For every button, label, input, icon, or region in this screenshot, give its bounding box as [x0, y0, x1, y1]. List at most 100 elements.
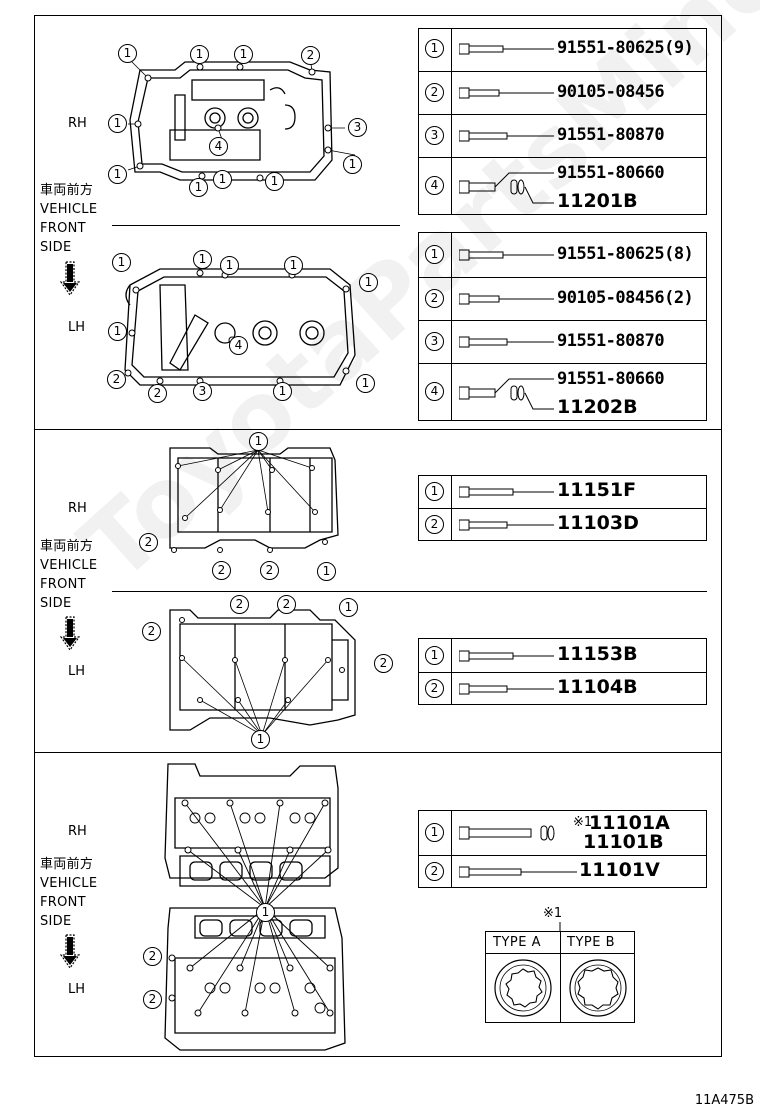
bolt-icon	[459, 650, 554, 662]
callout-2: 2	[107, 370, 126, 389]
callout-2: 2	[212, 561, 231, 580]
bolt-icon	[459, 486, 554, 498]
part-row: 1 91551-80625(8)	[419, 233, 706, 277]
callout-2: 2	[142, 622, 161, 641]
rh-valve-cover-drawing	[127, 54, 356, 187]
front-arrow-icon	[59, 934, 81, 970]
part-row: 1 ※1 11101A 11101B	[419, 811, 706, 855]
callout-1: 1	[190, 45, 209, 64]
lh-label: LH	[68, 664, 86, 679]
type-b-label: TYPE B	[567, 935, 615, 950]
bolt-icon	[459, 249, 554, 261]
bolt-icon	[459, 683, 554, 695]
part-row: 4 91551-80660 11201B	[419, 157, 706, 214]
sub-divider	[112, 591, 707, 592]
callout-1: 1	[359, 273, 378, 292]
callout-2: 2	[374, 654, 393, 673]
type-comparison-box: TYPE A TYPE B	[485, 931, 635, 1023]
callout-1: 1	[108, 165, 127, 184]
type-a-label: TYPE A	[493, 935, 541, 950]
bolt-icon	[459, 866, 577, 878]
lh-label: LH	[68, 982, 86, 997]
rh-label: RH	[68, 824, 87, 839]
callout-3: 3	[193, 382, 212, 401]
callout-1: 1	[256, 903, 275, 922]
callout-2: 2	[301, 46, 320, 65]
part-row: 1 11151F	[419, 476, 706, 508]
section-divider	[34, 752, 722, 753]
callout-1: 1	[251, 730, 270, 749]
bolt-icon	[459, 336, 554, 348]
bolt-icon	[459, 293, 554, 305]
part-row: 3 91551-80870	[419, 114, 706, 157]
callout-1: 1	[317, 562, 336, 581]
callout-1: 1	[273, 382, 292, 401]
callout-1: 1	[189, 178, 208, 197]
part-row: 2 11103D	[419, 508, 706, 540]
parts-table-rh: 1 11151F 2 11103D	[418, 475, 707, 541]
front-arrow-icon	[59, 261, 81, 297]
callout-1: 1	[112, 253, 131, 272]
callout-1: 1	[108, 114, 127, 133]
diagram-frame	[34, 15, 722, 1057]
bolt-icon	[459, 43, 554, 55]
part-row: 1 91551-80625(9)	[419, 29, 706, 71]
bolt-icon	[459, 130, 554, 142]
rh-label: RH	[68, 116, 87, 131]
callout-1: 1	[356, 374, 375, 393]
rh-label: RH	[68, 501, 87, 516]
bolt-washer-icon	[459, 378, 554, 410]
callout-2: 2	[230, 595, 249, 614]
callout-3: 3	[348, 118, 367, 137]
callout-2: 2	[277, 595, 296, 614]
type-a-socket-icon	[494, 959, 552, 1017]
lh-housing-drawing	[169, 609, 356, 736]
callout-1: 1	[193, 250, 212, 269]
bolt-icon	[459, 519, 554, 531]
parts-table-lh: 1 11153B 2 11104B	[418, 638, 707, 705]
part-row: 3 91551-80870	[419, 320, 706, 363]
figure-code: 11A475B	[694, 1093, 754, 1108]
parts-table-rh: 1 91551-80625(9) 2 90105-08456 3 91551-8…	[418, 28, 707, 215]
callout-4: 4	[229, 336, 248, 355]
callout-1: 1	[343, 155, 362, 174]
lh-label: LH	[68, 320, 86, 335]
callout-1: 1	[234, 45, 253, 64]
callout-1: 1	[108, 322, 127, 341]
callout-4: 4	[209, 137, 228, 156]
callout-1: 1	[265, 172, 284, 191]
part-row: 2 90105-08456(2)	[419, 277, 706, 320]
callout-1: 1	[220, 256, 239, 275]
type-b-socket-icon	[569, 959, 627, 1017]
front-arrow-icon	[59, 616, 81, 652]
part-row: 1 11153B	[419, 639, 706, 672]
callout-2: 2	[260, 561, 279, 580]
part-row: 2 11104B	[419, 672, 706, 704]
bolt-icon	[459, 87, 554, 99]
bolt-washer-icon	[459, 825, 555, 841]
callout-1: 1	[249, 432, 268, 451]
callout-1: 1	[284, 256, 303, 275]
type-note: ※1	[543, 906, 563, 921]
callout-2: 2	[148, 384, 167, 403]
part-row: 2 90105-08456	[419, 71, 706, 114]
part-row: 2 11101V	[419, 855, 706, 887]
section-divider	[34, 429, 722, 430]
callout-1: 1	[213, 170, 232, 189]
sub-divider	[112, 225, 400, 226]
callout-2: 2	[143, 990, 162, 1009]
callout-2: 2	[143, 947, 162, 966]
callout-1: 1	[118, 44, 137, 63]
lh-valve-cover-drawing	[124, 268, 356, 386]
parts-table-lh: 1 91551-80625(8) 2 90105-08456(2) 3 9155…	[418, 232, 707, 421]
bolt-washer-icon	[459, 172, 554, 204]
cylinder-head-drawing	[164, 763, 346, 1051]
leader-line	[559, 922, 561, 932]
rh-housing-drawing	[169, 447, 339, 553]
callout-2: 2	[139, 533, 158, 552]
parts-table-cylinder-head: 1 ※1 11101A 11101B 2 11101V	[418, 810, 707, 888]
